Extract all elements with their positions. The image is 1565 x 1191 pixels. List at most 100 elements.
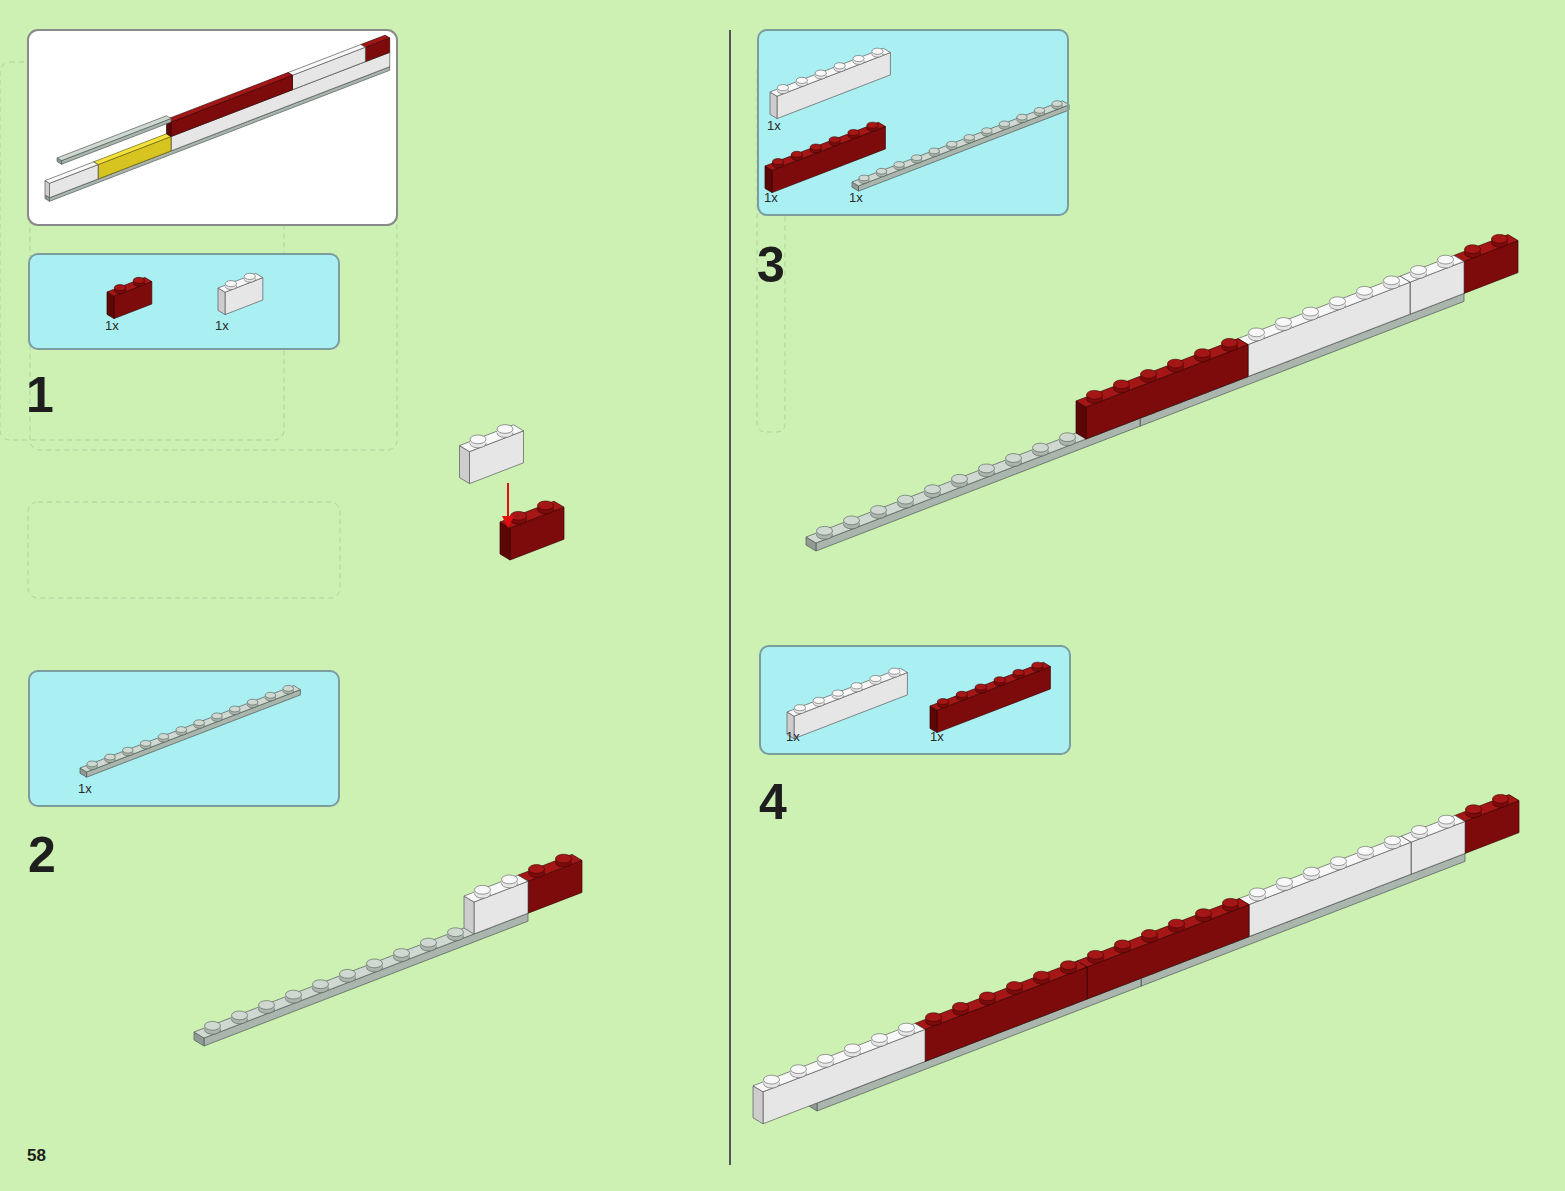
stud-top <box>796 77 807 83</box>
brick-face <box>765 166 772 193</box>
parts-callout-box: 1x 1x <box>759 645 1071 755</box>
stud-top <box>475 885 491 894</box>
stud-top <box>133 277 144 283</box>
stud-top <box>876 168 886 174</box>
stud-top <box>1052 101 1062 107</box>
parts-list <box>765 48 1069 192</box>
stud-top <box>1168 359 1184 368</box>
stud-top <box>1087 390 1103 399</box>
stud-top <box>225 281 236 287</box>
stud-top <box>1385 836 1401 845</box>
parts-panel-fill <box>28 253 340 350</box>
brick-face <box>500 522 510 560</box>
brick-face <box>464 896 474 934</box>
step-model <box>194 854 582 1046</box>
brick-face <box>1077 899 1249 967</box>
brick-face <box>361 35 390 47</box>
part-count: 1x <box>849 191 863 205</box>
brick-face <box>1238 276 1410 344</box>
stud-top <box>1250 888 1266 897</box>
stud-top <box>286 990 302 999</box>
ghost-frame <box>28 502 340 598</box>
stud-top <box>1493 794 1509 803</box>
stud-top <box>894 162 904 168</box>
brick-face <box>45 162 98 183</box>
stud-top <box>1438 255 1454 264</box>
stud-top <box>999 121 1009 127</box>
stud-top <box>1061 961 1077 970</box>
brick-face <box>518 854 582 881</box>
stud-top <box>772 159 783 165</box>
stud-top <box>212 713 223 719</box>
stud-top <box>1439 815 1455 824</box>
stud-top <box>899 1023 915 1032</box>
parts-panel-fill <box>28 670 340 807</box>
page-divider <box>729 30 731 1165</box>
part-count: 1x <box>767 119 781 133</box>
stud-top <box>834 63 845 69</box>
stud-top <box>871 506 887 515</box>
brick-face <box>816 418 1140 551</box>
stud-top <box>1492 234 1508 243</box>
stud-top <box>194 720 205 726</box>
stud-top <box>1033 443 1049 452</box>
stud-top <box>123 747 134 753</box>
stud-top <box>791 1065 807 1074</box>
stud-top <box>158 734 169 740</box>
stud-top <box>313 980 329 989</box>
stud-top <box>777 85 788 91</box>
brick-face <box>852 101 1069 186</box>
stud-top <box>956 691 967 697</box>
brick-face <box>57 116 171 161</box>
stud-top <box>283 686 294 692</box>
stud-top <box>1141 370 1157 379</box>
stud-top <box>1357 286 1373 295</box>
part-count: 1x <box>930 730 944 744</box>
stud-top <box>1034 108 1044 114</box>
stud-top <box>497 425 513 434</box>
step-number: 3 <box>757 240 785 290</box>
brick-face <box>288 45 365 76</box>
stud-top <box>1276 318 1292 327</box>
stud-top <box>259 1001 275 1010</box>
stud-top <box>829 137 840 143</box>
stud-top <box>1017 114 1027 120</box>
stud-top <box>229 706 240 712</box>
brick-face <box>930 706 937 733</box>
part-count: 1x <box>764 191 778 205</box>
part-count: 1x <box>786 730 800 744</box>
stud-top <box>502 875 518 884</box>
stud-top <box>925 485 941 494</box>
stud-top <box>980 992 996 1001</box>
stud-top <box>1115 940 1131 949</box>
brick-face <box>770 48 890 96</box>
stud-top <box>205 1021 221 1030</box>
brick-face <box>94 134 171 165</box>
stud-top <box>845 1044 861 1053</box>
stud-top <box>832 690 843 696</box>
stud-top <box>952 474 968 483</box>
stud-top <box>1466 805 1482 814</box>
stud-top <box>911 155 921 161</box>
stud-top <box>340 969 356 978</box>
stud-top <box>1249 328 1265 337</box>
brick-face <box>62 119 171 165</box>
stud-top <box>1169 919 1185 928</box>
stud-top <box>1277 878 1293 887</box>
stud-top <box>794 705 805 711</box>
stud-top <box>1303 307 1319 316</box>
brick-face <box>50 67 390 202</box>
parts-list <box>107 273 263 318</box>
brick-face <box>80 686 300 772</box>
stud-top <box>1195 349 1211 358</box>
brick-face <box>460 446 470 484</box>
stud-top <box>367 959 383 968</box>
step-model <box>460 425 565 560</box>
stud-top <box>1222 338 1238 347</box>
stud-top <box>810 144 821 150</box>
stud-top <box>538 501 554 510</box>
stud-top <box>979 464 995 473</box>
brick-face <box>218 273 263 292</box>
step-number: 2 <box>28 830 56 880</box>
stud-top <box>232 1011 248 1020</box>
